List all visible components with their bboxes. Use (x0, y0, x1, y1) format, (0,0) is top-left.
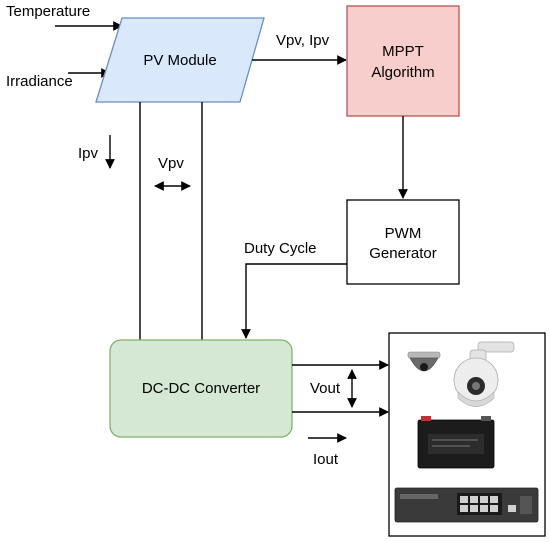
iout-label: Iout (313, 451, 339, 468)
ptz-camera-icon (453, 341, 515, 407)
dome-camera-icon (407, 351, 441, 372)
vout-label: Vout (310, 380, 341, 397)
ipv-label: Ipv (78, 145, 99, 162)
dcdc-converter-block (109, 339, 293, 438)
pwm-generator-block (346, 199, 460, 285)
duty-cycle-arrow (241, 263, 347, 339)
network-switch-icon (394, 487, 539, 523)
pv-module-label: PV Module (143, 52, 216, 69)
temperature-label: Temperature (6, 3, 90, 20)
vpv-label: Vpv (158, 155, 184, 172)
dcdc-converter-label: DC-DC Converter (142, 380, 260, 397)
mppt-label-line2: Algorithm (371, 64, 434, 81)
mppt-label-line1: MPPT (382, 43, 424, 60)
mppt-algorithm-block (346, 5, 460, 117)
irradiance-label: Irradiance (6, 73, 73, 90)
battery-icon (417, 416, 495, 469)
pwm-label-line1: PWM (385, 225, 422, 242)
pwm-label-line2: Generator (369, 245, 437, 262)
vpv-ipv-label: Vpv, Ipv (276, 32, 330, 49)
duty-cycle-label: Duty Cycle (244, 240, 317, 257)
pv-module-block (95, 17, 265, 103)
